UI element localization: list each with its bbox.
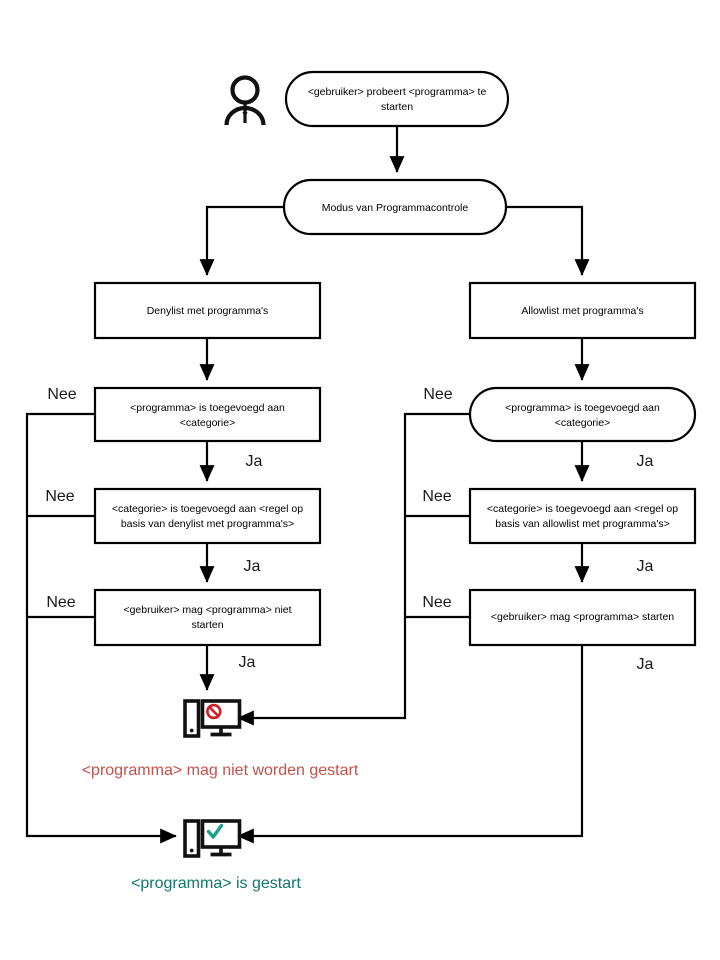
node-deny-prog-in-cat-line1: <programma> is toegevoegd aan [130,402,285,414]
edge-allow-user-ja-to-started [237,645,584,844]
label-right-ja-user: Ja [637,656,654,673]
label-right-nee-user: Nee [422,594,451,611]
label-right-ja-prog: Ja [637,453,654,470]
edge-right-nee-rail [237,412,470,726]
edge-left-nee-rail [25,412,177,844]
label-right-ja-cat: Ja [637,558,654,575]
outcome-blocked-label: <programma> mag niet worden gestart [82,762,359,779]
node-allow-prog-in-cat-line2: <categorie> [555,417,610,429]
node-start [284,70,510,128]
outcome-started-label: <programma> is gestart [131,875,301,892]
label-left-nee-user: Nee [46,594,75,611]
node-allowlist-line1: Allowlist met programma's [521,305,643,317]
node-allow-cat-in-rule [468,487,697,545]
node-deny-cat-in-rule-line1: <categorie> is toegevoegd aan <regel op [112,503,303,515]
node-deny-user-rule [93,588,322,647]
node-denylist [93,281,322,340]
node-allow-cat-in-rule-line2: basis van allowlist met programma's> [495,518,669,530]
node-denylist-line1: Denylist met programma's [147,305,269,317]
user-stick-figure-icon [224,75,266,126]
node-allow-prog-in-cat [468,386,697,443]
label-left-nee-prog: Nee [47,386,76,403]
node-allow-user-rule [468,588,697,647]
label-left-ja-user: Ja [239,654,256,671]
node-deny-cat-in-rule-line2: basis van denylist met programma's> [121,518,294,530]
node-start-line2: starten [381,101,413,113]
node-mode-line1: Modus van Programmacontrole [322,202,469,214]
node-allowlist [468,281,697,340]
label-right-nee-cat: Nee [422,488,451,505]
label-left-ja-prog: Ja [246,453,263,470]
label-left-ja-cat: Ja [244,558,261,575]
node-allow-cat-in-rule-line1: <categorie> is toegevoegd aan <regel op [487,503,678,515]
node-deny-user-rule-line2: starten [191,619,223,631]
node-deny-prog-in-cat [93,386,322,443]
node-deny-cat-in-rule [93,487,322,545]
edge-mode-to-allowlist [506,205,590,276]
edge-mode-to-denylist [199,205,284,276]
node-start-line1: <gebruiker> probeert <programma> te [308,86,487,98]
label-left-nee-cat: Nee [45,488,74,505]
node-allow-prog-in-cat-line1: <programma> is toegevoegd aan [505,402,660,414]
node-deny-user-rule-line1: <gebruiker> mag <programma> niet [123,604,291,616]
monitor-blocked-icon [183,699,242,738]
node-deny-prog-in-cat-line2: <categorie> [180,417,235,429]
label-right-nee-prog: Nee [423,386,452,403]
node-allow-user-rule-line1: <gebruiker> mag <programma> starten [491,611,674,623]
monitor-allowed-icon [183,819,242,858]
